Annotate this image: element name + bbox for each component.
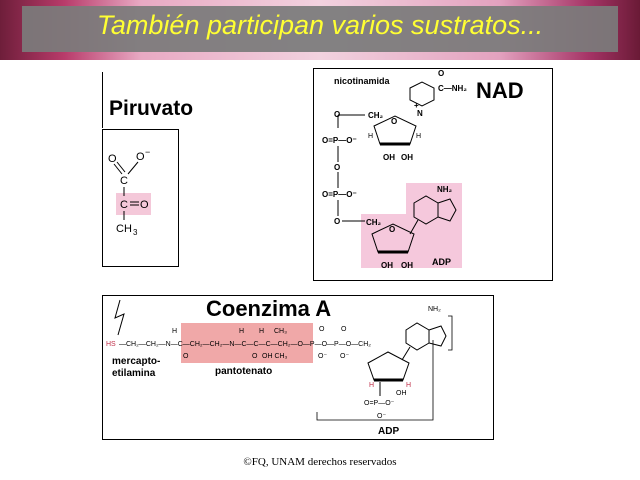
- svg-text:OH: OH: [401, 153, 413, 162]
- piruvato-o1: O: [108, 153, 117, 165]
- coa-mercapto-label-1: mercapto-: [112, 356, 160, 367]
- svg-text:CH₃: CH₃: [274, 328, 287, 335]
- piruvato-highlight: [116, 193, 151, 215]
- svg-text:—CH₂—CH₂—N—C—CH₂—CH₂—N—C—C—C—C: —CH₂—CH₂—N—C—CH₂—CH₂—N—C—C—C—CH₂—O—P—O—P…: [119, 341, 371, 348]
- coa-pantotenato-label: pantotenato: [215, 366, 272, 377]
- svg-text:O: O: [319, 326, 325, 333]
- piruvato-o3: O: [140, 199, 149, 211]
- piruvato-panel: [102, 72, 104, 128]
- piruvato-c1: C: [120, 175, 128, 187]
- svg-text:N: N: [417, 109, 423, 118]
- svg-text:O⁻: O⁻: [318, 353, 327, 360]
- svg-text:O: O: [438, 69, 444, 78]
- svg-text:O=P—O⁻: O=P—O⁻: [322, 136, 357, 145]
- nad-ribose-highlight: [361, 214, 431, 268]
- svg-text:OH: OH: [383, 153, 395, 162]
- nad-adp-label: ADP: [432, 257, 451, 267]
- svg-text:O: O: [341, 326, 347, 333]
- coenzima-a-label: Coenzima A: [206, 296, 332, 321]
- piruvato-ominus: −: [145, 147, 150, 157]
- svg-text:O: O: [183, 353, 189, 360]
- svg-text:H: H: [259, 328, 264, 335]
- slide-title: También participan varios sustratos...: [96, 10, 544, 40]
- svg-text:C—NH₂: C—NH₂: [438, 84, 467, 93]
- svg-text:OH: OH: [396, 390, 407, 397]
- coa-pantotenato-highlight: [181, 323, 313, 363]
- svg-text:H: H: [406, 382, 411, 389]
- coa-adp-label: ADP: [378, 426, 399, 437]
- copyright-footer: ©FQ, UNAM derechos reservados: [243, 456, 397, 468]
- svg-text:+: +: [414, 101, 419, 110]
- svg-text:OH: OH: [401, 261, 413, 270]
- coenzima-a-panel: [102, 295, 494, 440]
- svg-text:OH: OH: [381, 261, 393, 270]
- piruvato-c2: C: [120, 199, 128, 211]
- svg-text:O=P—O⁻: O=P—O⁻: [322, 190, 357, 199]
- svg-text:O⁻: O⁻: [340, 353, 349, 360]
- piruvato-label: Piruvato: [109, 97, 194, 120]
- svg-text:H: H: [172, 328, 177, 335]
- svg-text:O: O: [334, 163, 340, 172]
- title-box: [22, 6, 618, 52]
- svg-text:H: H: [368, 133, 373, 140]
- svg-text:O: O: [252, 353, 258, 360]
- nad-nicotinamida-label: nicotinamida: [334, 76, 391, 86]
- coa-mercapto-label-2: etilamina: [112, 368, 156, 379]
- piruvato-o2: O: [136, 151, 145, 163]
- svg-text:O: O: [334, 217, 340, 226]
- svg-text:O: O: [389, 225, 395, 234]
- piruvato-ch3-sub: 3: [133, 228, 138, 237]
- svg-text:CH₂: CH₂: [368, 111, 384, 120]
- svg-text:O: O: [391, 117, 397, 126]
- svg-text:CH₂: CH₂: [366, 218, 382, 227]
- svg-text:O⁻: O⁻: [377, 413, 386, 420]
- svg-text:H: H: [239, 328, 244, 335]
- svg-text:HS: HS: [106, 341, 116, 348]
- svg-text:H: H: [369, 382, 374, 389]
- svg-text:NH₂: NH₂: [437, 185, 453, 194]
- svg-text:O=P—O⁻: O=P—O⁻: [364, 400, 395, 407]
- svg-text:H: H: [416, 133, 421, 140]
- piruvato-ch3: CH: [116, 223, 132, 235]
- svg-text:OH CH₃: OH CH₃: [262, 353, 288, 360]
- svg-text:NH₂: NH₂: [428, 306, 441, 313]
- svg-text:O: O: [334, 110, 340, 119]
- nad-label: NAD: [476, 78, 524, 103]
